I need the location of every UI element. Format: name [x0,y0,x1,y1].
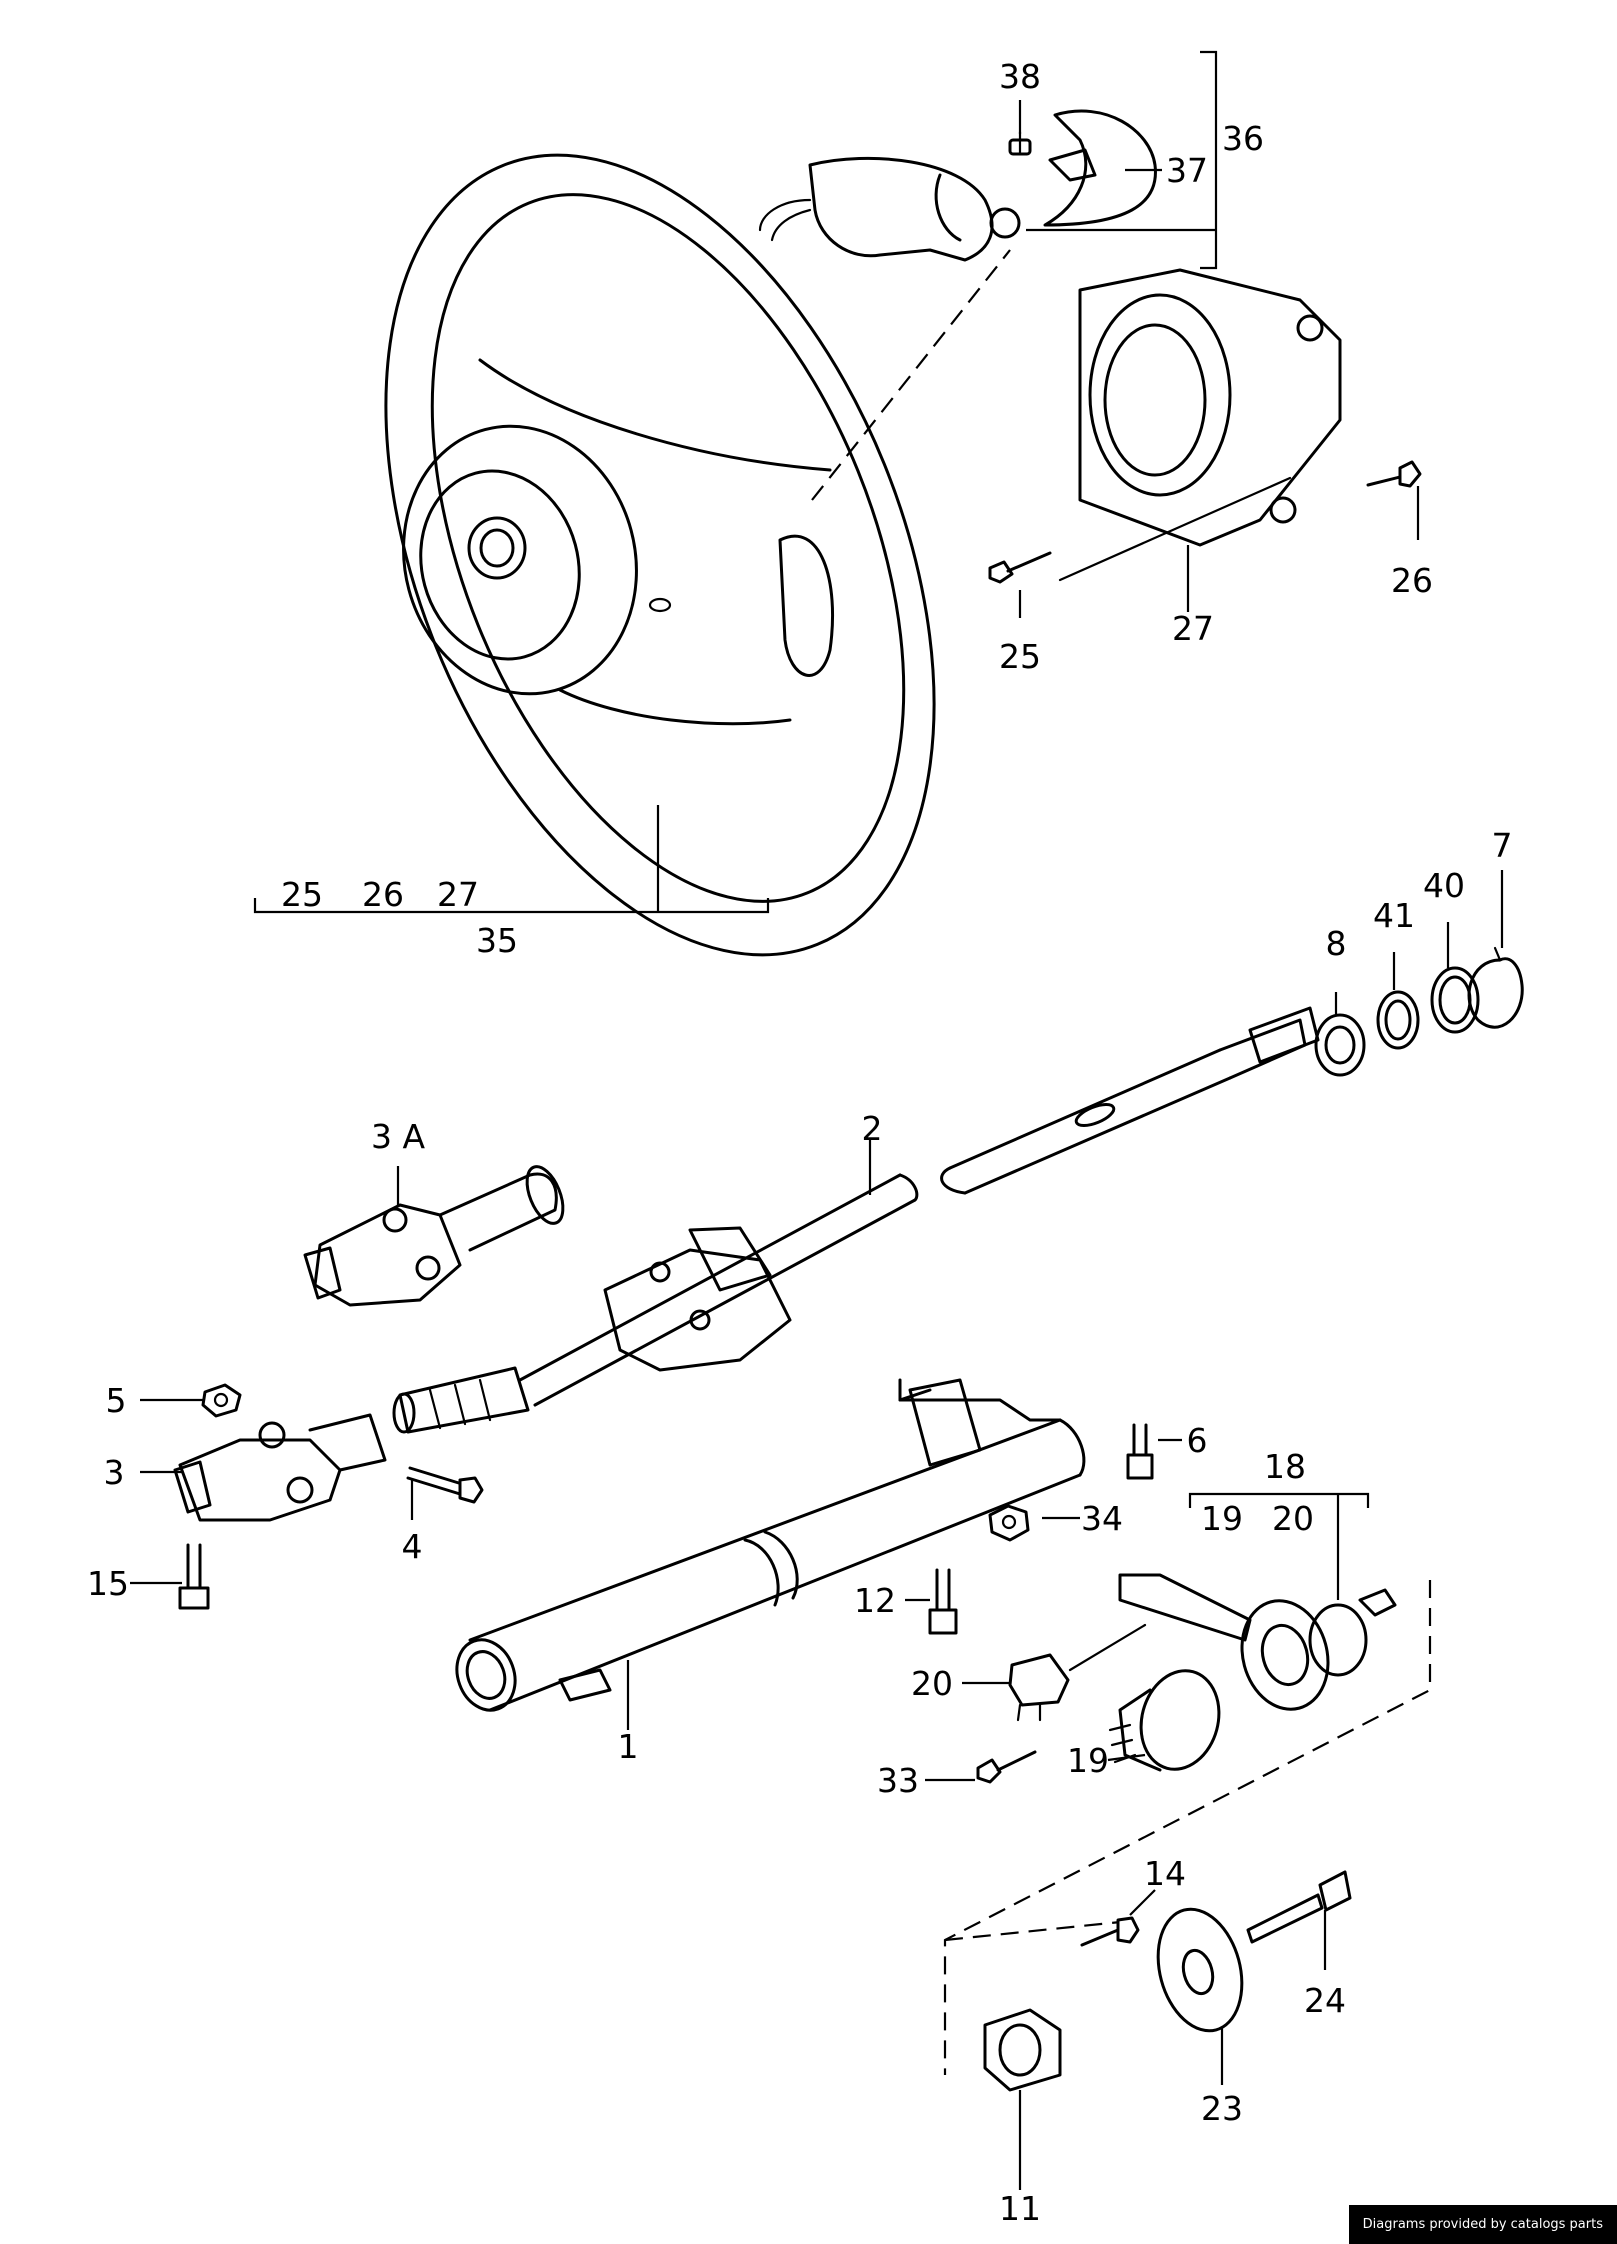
label-41: 41 [1373,896,1415,935]
label-19-switch: 19 [1067,1741,1109,1780]
key-24 [1246,1870,1352,1944]
label-20-group: 20 [1272,1499,1314,1538]
label-12: 12 [854,1581,896,1620]
label-25: 25 [999,637,1041,676]
ring-41 [1376,990,1420,1050]
label-33: 33 [877,1761,919,1800]
circlip-7 [1467,946,1524,1029]
bolt-15 [178,1543,210,1610]
label-26: 26 [1391,561,1433,600]
ring-8 [1314,1013,1366,1077]
label-38: 38 [999,57,1041,96]
bolt-4 [406,1466,484,1504]
label-group-27: 27 [437,875,479,914]
universal-joint-3a [303,1165,565,1307]
label-14: 14 [1144,1854,1186,1893]
label-20: 20 [911,1664,953,1703]
credit-badge: Diagrams provided by catalogs parts [1348,2205,1617,2244]
bolt-6 [1126,1423,1154,1480]
label-1: 1 [618,1727,639,1766]
bracket-36 [1026,50,1218,270]
bracket-35 [253,805,770,914]
label-3a: 3 A [371,1117,425,1156]
screw-38 [1008,130,1032,156]
bolt-12 [928,1568,958,1635]
switch-housing [1058,268,1342,582]
steering-shaft-2 [392,1006,1320,1434]
label-23: 23 [1201,2089,1243,2128]
label-24: 24 [1304,1981,1346,2020]
steering-wheel [384,153,1011,957]
washer-23 [1156,1907,1244,2033]
ignition-switch-19 [1108,1669,1221,1772]
label-6: 6 [1187,1421,1208,1460]
label-4: 4 [402,1527,423,1566]
clock-spring-plate [1043,109,1157,227]
nut-5 [201,1383,242,1418]
label-19: 19 [1201,1499,1243,1538]
label-18: 18 [1264,1447,1306,1486]
part-labels: 38 36 37 26 25 27 25 26 27 35 8 41 40 7 … [87,57,1513,2228]
label-37: 37 [1166,151,1208,190]
lock-cylinder-18 [1118,1573,1397,1711]
ring-40 [1430,966,1480,1034]
key-group-bracket [943,1580,1432,2075]
label-2: 2 [862,1109,883,1148]
label-group-25: 25 [281,875,323,914]
label-36: 36 [1222,119,1264,158]
label-35: 35 [476,921,518,960]
airbag-clock-spring [758,156,1021,262]
label-40: 40 [1423,866,1465,905]
bezel-11 [983,2008,1062,2092]
label-group-26: 26 [362,875,404,914]
switch-20 [1008,1623,1147,1722]
bolt-25 [988,551,1052,584]
screw-14 [1080,1916,1140,1947]
universal-joint-3 [173,1413,387,1522]
label-27: 27 [1172,609,1214,648]
label-8: 8 [1326,924,1347,963]
label-7: 7 [1492,826,1513,865]
label-11: 11 [999,2189,1041,2228]
label-3: 3 [104,1453,125,1492]
leader-lines [130,100,1504,2190]
label-34: 34 [1081,1499,1123,1538]
label-5: 5 [106,1381,127,1420]
bolt-26 [1366,460,1422,488]
nut-34 [988,1504,1030,1542]
screw-33 [976,1750,1037,1784]
label-15: 15 [87,1564,129,1603]
column-jacket-1 [455,1378,1086,1712]
